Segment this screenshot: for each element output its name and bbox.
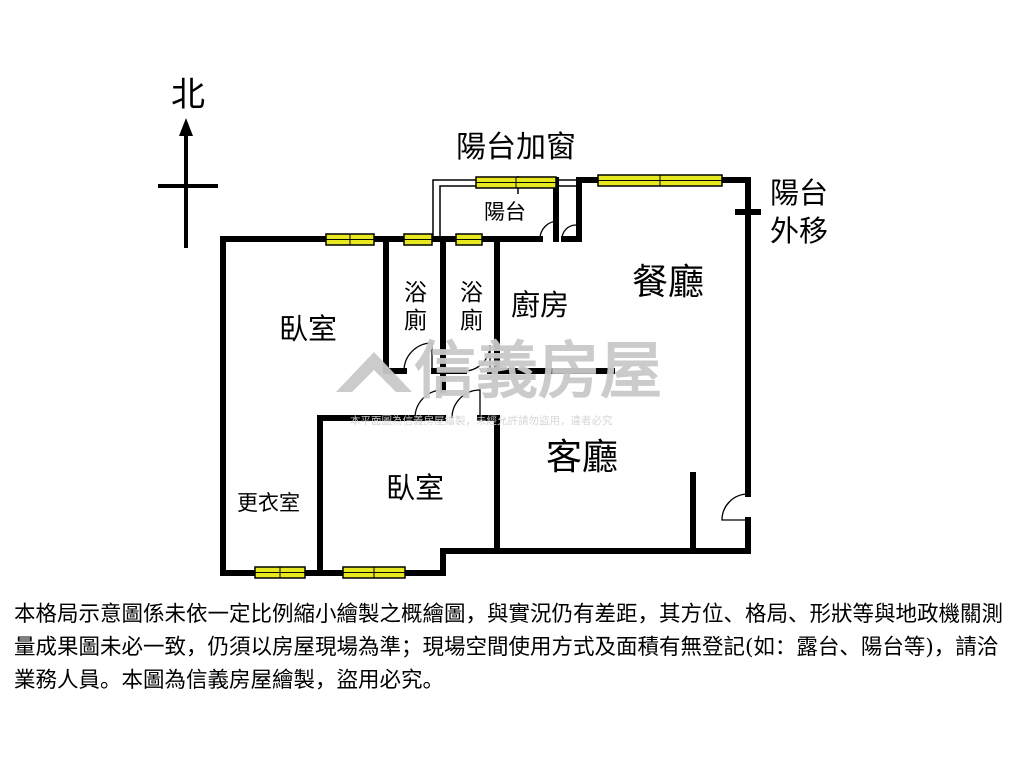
floor-plan: 北 <box>158 75 828 579</box>
compass: 北 <box>158 75 218 248</box>
window-closet-south <box>254 566 306 579</box>
room-labels: 陽台加窗 陽台 陽台 外移 餐廳 廚房 浴 廁 浴 廁 臥室 客廳 臥室 更衣室 <box>237 130 828 515</box>
watermark-subtext: 本平面圖為信義房屋繪製，未經允許請勿盜用，違者必究 <box>350 414 613 427</box>
compass-north-label: 北 <box>171 75 205 115</box>
walls <box>220 177 761 576</box>
door-entrance <box>721 493 749 521</box>
label-closet: 更衣室 <box>237 491 300 515</box>
label-bath1-b: 廁 <box>404 308 427 334</box>
label-bath2-b: 廁 <box>460 308 483 334</box>
label-bath1-a: 浴 <box>404 280 427 306</box>
window-dining-north <box>597 174 723 187</box>
watermark-logo-icon <box>336 352 412 392</box>
watermark-brand: 信義房屋 <box>414 334 662 407</box>
label-bedroom-1: 臥室 <box>279 312 337 346</box>
label-dining: 餐廳 <box>632 262 704 303</box>
label-kitchen: 廚房 <box>511 288 569 322</box>
label-bath2-a: 浴 <box>460 280 483 306</box>
window-bedroom-north <box>325 233 375 246</box>
door-balcony-2 <box>561 224 577 240</box>
window-bath1-north <box>403 233 433 246</box>
windows <box>254 174 723 579</box>
window-balcony <box>475 176 557 189</box>
label-balcony-window: 陽台加窗 <box>456 130 576 165</box>
label-balcony: 陽台 <box>484 200 526 224</box>
window-bedroom2-south <box>342 566 406 579</box>
doors <box>403 220 749 521</box>
label-balcony-moved-2: 外移 <box>770 214 828 248</box>
door-balcony <box>539 220 559 240</box>
watermark: 信義房屋 本平面圖為信義房屋繪製，未經允許請勿盜用，違者必究 <box>336 334 662 427</box>
label-living: 客廳 <box>546 437 618 478</box>
door-bath2 <box>463 344 491 372</box>
door-bath1 <box>403 342 433 372</box>
disclaimer-text: 本格局示意圖係未依一定比例縮小繪製之概繪圖，與實況仍有差距，其方位、格局、形狀等… <box>14 602 1004 693</box>
door-bedroom2 <box>451 389 481 419</box>
compass-arrow-icon <box>179 118 193 136</box>
label-balcony-moved-1: 陽台 <box>770 176 828 210</box>
door-bedroom1 <box>414 389 444 419</box>
window-bath2-north <box>455 233 483 246</box>
label-bedroom-2: 臥室 <box>386 471 444 505</box>
